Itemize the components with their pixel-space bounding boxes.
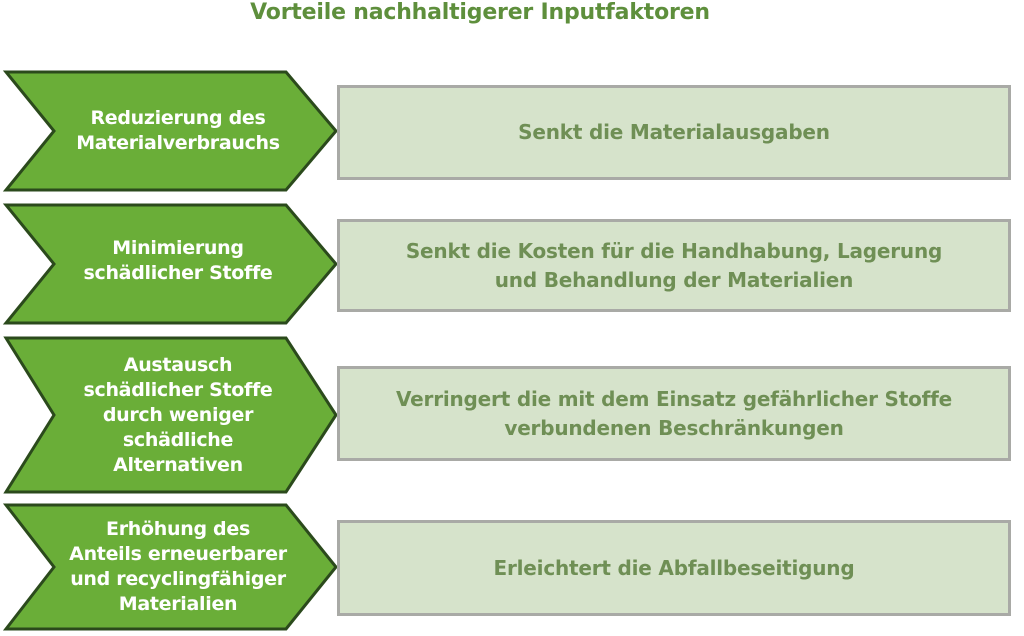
factor-label-2: Minimierung schädlicher Stoffe [83, 237, 273, 284]
factor-label-3: Austausch schädlicher Stoffe durch wenig… [83, 353, 273, 476]
chevron-shape-3 [3, 336, 338, 494]
row-3: Austausch schädlicher Stoffe durch wenig… [3, 336, 340, 494]
row-2: Minimierung schädlicher Stoffe [2, 203, 340, 325]
row-4: Erhöhung des Anteils erneuerbarer und re… [2, 503, 340, 631]
benefit-box-1: Senkt die Materialausgaben [337, 85, 1011, 180]
chevron-1 [2, 70, 338, 192]
benefit-box-3: Verringert die mit dem Einsatz gefährlic… [337, 366, 1011, 461]
factor-label-4: Erhöhung des Anteils erneuerbarer und re… [69, 518, 287, 615]
diagram-title: Vorteile nachhaltigerer Inputfaktoren [250, 0, 710, 25]
chevron-shape-1 [2, 70, 338, 192]
row-1: Reduzierung des Materialverbrauchs [2, 70, 340, 192]
benefit-box-4: Erleichtert die Abfallbeseitigung [337, 520, 1011, 616]
chevron-shape-2 [2, 203, 338, 325]
chevron-2 [2, 203, 338, 325]
factor-label-1: Reduzierung des Materialverbrauchs [76, 107, 280, 154]
chevron-shape-4 [2, 503, 338, 631]
chevron-3 [3, 336, 338, 494]
chevron-4 [2, 503, 338, 631]
benefit-box-2: Senkt die Kosten für die Handhabung, Lag… [337, 219, 1011, 312]
